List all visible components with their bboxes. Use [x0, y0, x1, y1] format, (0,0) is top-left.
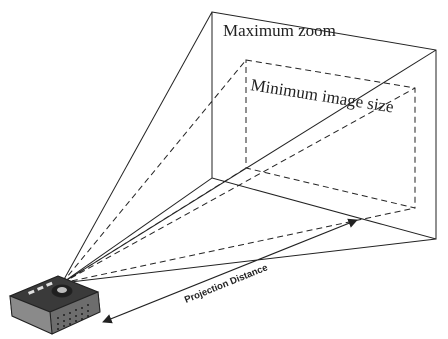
max-zoom-label: Maximum zoom	[223, 21, 336, 40]
projection-distance-arrow	[102, 218, 358, 324]
min-image-label: Minimum image size	[249, 75, 395, 116]
projector-icon	[8, 275, 101, 335]
max-zoom-beam	[61, 11, 437, 284]
